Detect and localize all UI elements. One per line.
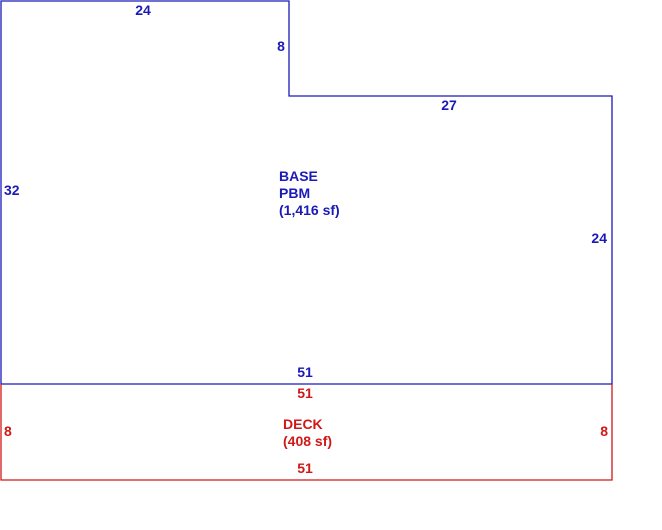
deck-name: DECK	[283, 416, 323, 432]
deck-dim-right: 8	[600, 423, 608, 439]
base-name-line2: PBM	[279, 185, 310, 201]
base-dim-step-vertical: 8	[277, 38, 285, 54]
deck-area: (408 sf)	[283, 433, 332, 449]
base-name-line1: BASE	[279, 168, 318, 184]
base-dim-left: 32	[4, 182, 20, 198]
base-area: (1,416 sf)	[279, 202, 340, 218]
deck-dim-top: 51	[297, 385, 313, 401]
deck-outline	[0, 384, 613, 481]
base-dim-bottom: 51	[297, 364, 313, 380]
deck-dim-left: 8	[4, 423, 12, 439]
base-dim-right: 24	[591, 230, 607, 246]
base-dim-top-right: 27	[441, 97, 457, 113]
deck-dim-bottom: 51	[297, 460, 313, 476]
base-dim-top-left: 24	[135, 2, 151, 18]
